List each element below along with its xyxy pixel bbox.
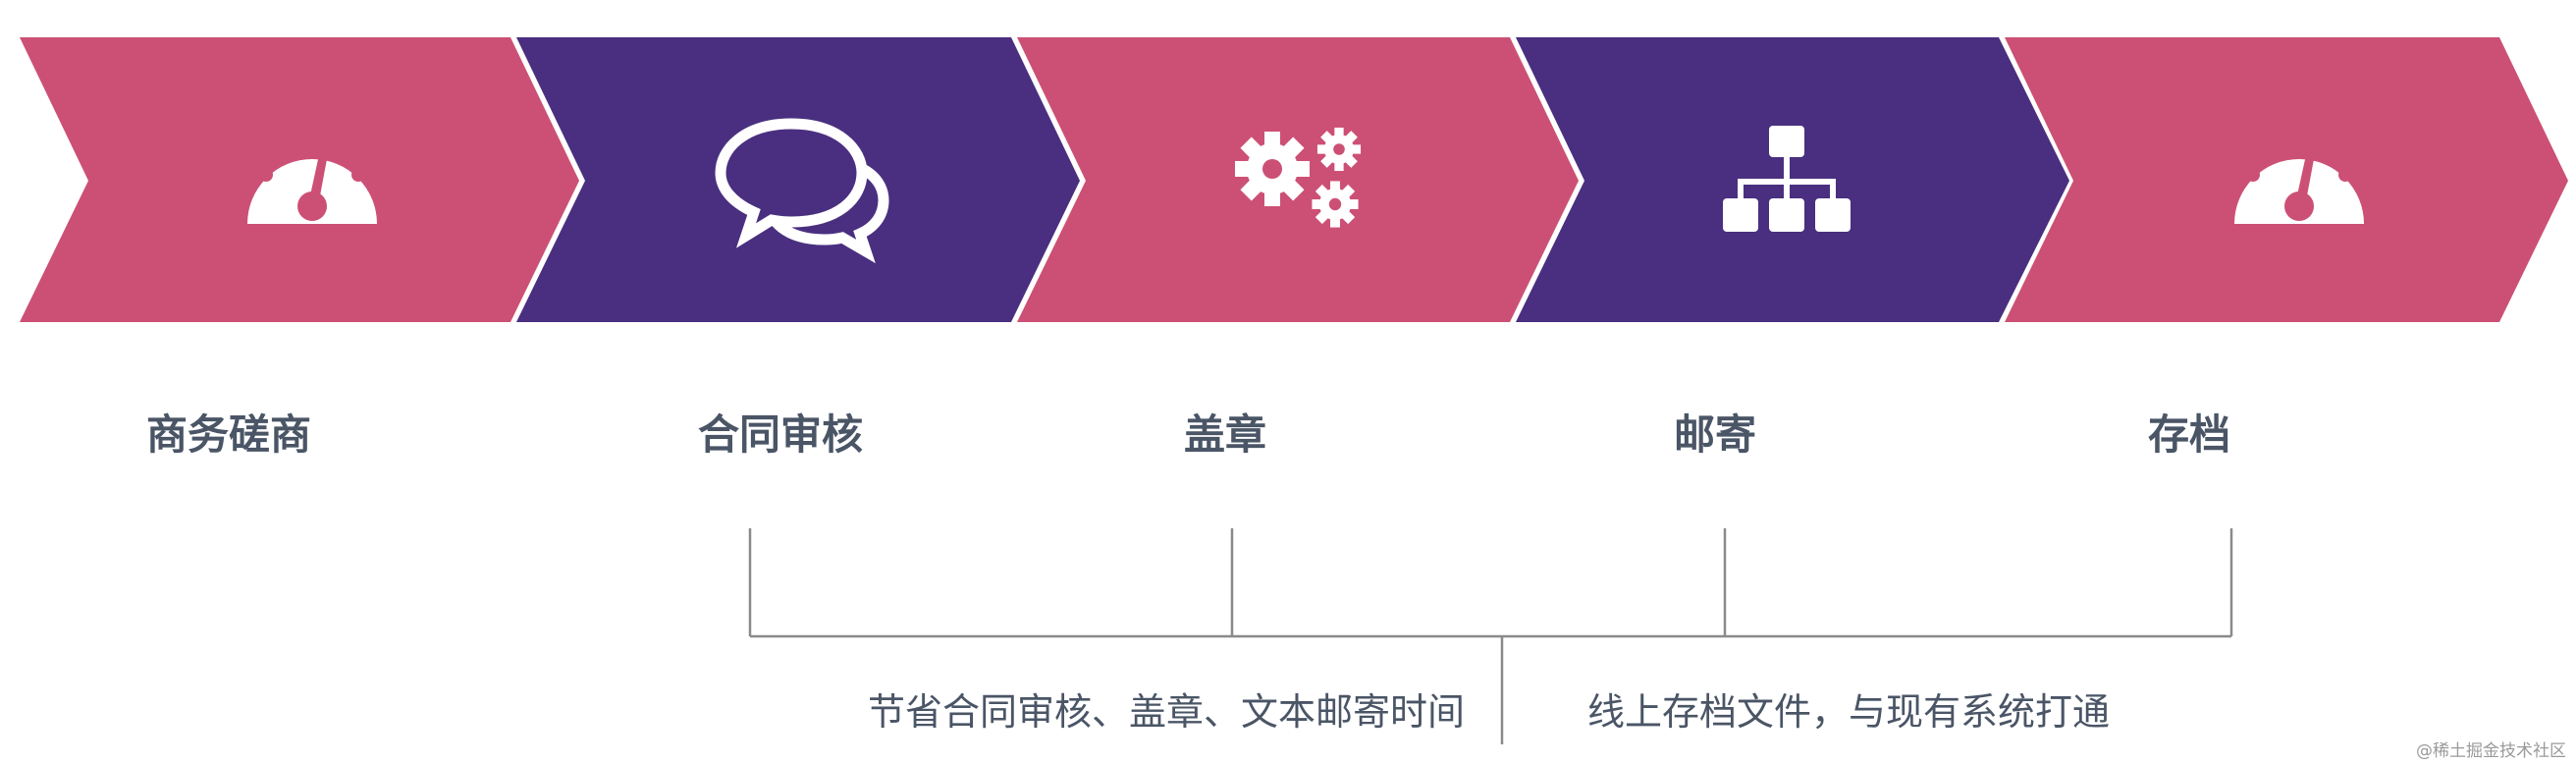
step-3-label: 盖章: [1184, 410, 1266, 459]
step-1-label: 商务磋商: [146, 410, 311, 459]
step-5-label: 存档: [2148, 410, 2230, 459]
bracket-lines: [748, 528, 2233, 744]
step-4-label: 邮寄: [1674, 410, 1756, 459]
step-2-label: 合同审核: [698, 410, 863, 459]
watermark: @稀土掘金技术社区: [2416, 741, 2566, 761]
step-3-chevron: [1017, 37, 1579, 322]
note-right: 线上存档文件，与现有系统打通: [1587, 690, 2110, 734]
note-left: 节省合同审核、盖章、文本邮寄时间: [868, 690, 1465, 734]
